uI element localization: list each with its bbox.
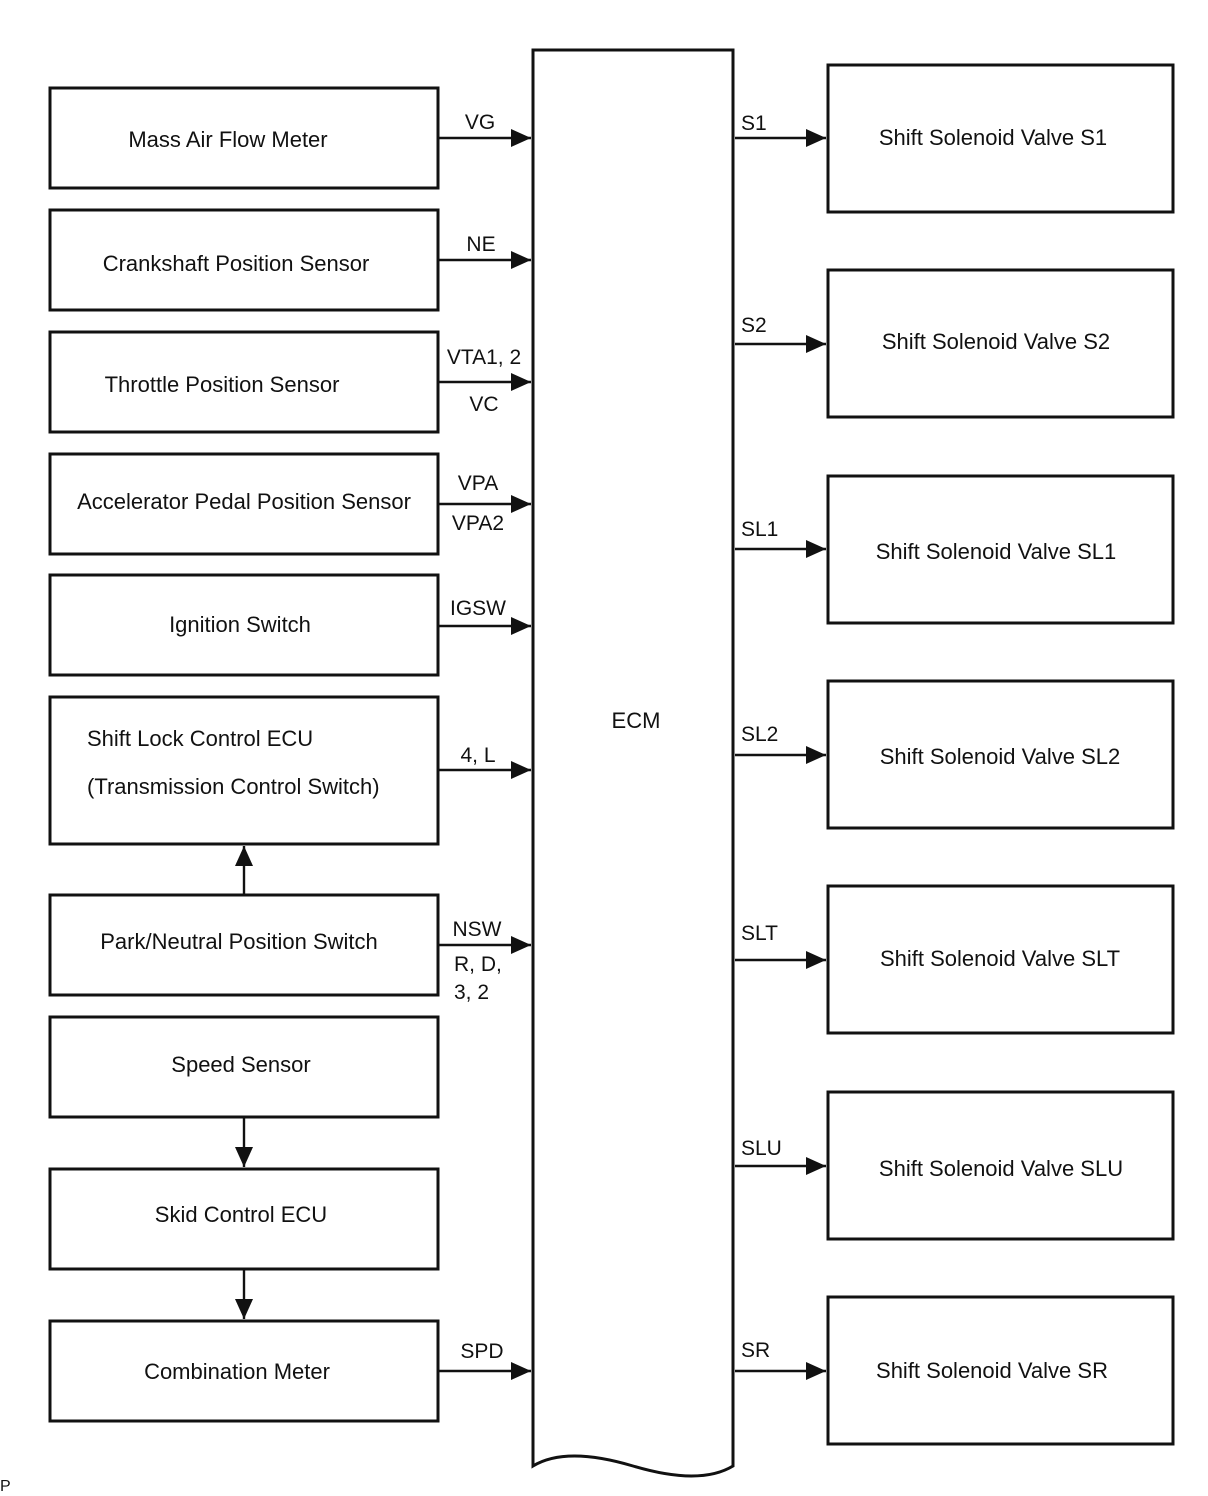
input-label: Crankshaft Position Sensor [103,251,370,276]
signal-label: SL1 [741,518,778,541]
signal-label: 3, 2 [454,981,489,1004]
signal-label: SLU [741,1137,782,1160]
signal-label: SLT [741,922,778,945]
output-label: Shift Solenoid Valve SLT [880,946,1120,971]
output-label: Shift Solenoid Valve SL2 [880,744,1121,769]
output-label: Shift Solenoid Valve S2 [882,329,1110,354]
input-label: Ignition Switch [169,612,311,637]
input-skid-control-ecu: Skid Control ECU [48,1167,440,1271]
input-label: Shift Lock Control ECU [87,726,313,751]
output-shift-solenoid-valve-s2: Shift Solenoid Valve S2 [826,268,1175,419]
input-combination-meter: Combination Meter [48,1319,440,1423]
signal-label: VPA [458,472,498,495]
input-mass-air-flow-meter: Mass Air Flow Meter [48,86,440,190]
output-shift-solenoid-valve-slu: Shift Solenoid Valve SLU [826,1090,1175,1241]
signal-label: NSW [453,918,502,941]
signal-label: SR [741,1339,770,1362]
output-label: Shift Solenoid Valve SL1 [876,539,1117,564]
signal-label: VC [469,393,498,416]
output-shift-solenoid-valve-sl2: Shift Solenoid Valve SL2 [826,679,1175,830]
input-speed-sensor: Speed Sensor [48,1015,440,1119]
signal-label: S2 [741,314,767,337]
input-label-line2: (Transmission Control Switch) [87,774,380,799]
input-crankshaft-position-sensor: Crankshaft Position Sensor [48,208,440,312]
output-label: Shift Solenoid Valve SR [876,1358,1108,1383]
signal-label: R, D, [454,953,502,976]
ecm-block: ECM [531,48,735,1478]
input-ignition-switch: Ignition Switch [48,573,440,677]
ecm-label: ECM [612,708,661,733]
output-label: Shift Solenoid Valve S1 [879,125,1107,150]
signal-label: SPD [460,1340,503,1363]
input-label: Mass Air Flow Meter [128,127,327,152]
input-label: Speed Sensor [171,1052,310,1077]
signal-label: VG [465,111,495,134]
signal-label: VPA2 [452,512,504,535]
input-label: Throttle Position Sensor [105,372,340,397]
input-label: Park/Neutral Position Switch [100,929,378,954]
input-throttle-position-sensor: Throttle Position Sensor [48,330,440,434]
input-accelerator-pedal-position-sensor: Accelerator Pedal Position Sensor [48,452,440,556]
signal-label: VTA1, 2 [447,346,521,369]
output-shift-solenoid-valve-slt: Shift Solenoid Valve SLT [826,884,1175,1035]
input-park-neutral-position-switch: Park/Neutral Position Switch [48,893,440,997]
output-shift-solenoid-valve-sl1: Shift Solenoid Valve SL1 [826,474,1175,625]
signal-label: IGSW [450,597,506,620]
signal-label: NE [466,233,495,256]
output-shift-solenoid-valve-s1: Shift Solenoid Valve S1 [826,63,1175,214]
input-label: Combination Meter [144,1359,330,1384]
signal-label: 4, L [460,744,495,767]
input-label: Accelerator Pedal Position Sensor [77,489,411,514]
output-shift-solenoid-valve-sr: Shift Solenoid Valve SR [826,1295,1175,1446]
corner-mark: P [0,1478,11,1495]
input-shift-lock-control-ecu: Shift Lock Control ECU (Transmission Con… [48,695,440,846]
output-label: Shift Solenoid Valve SLU [879,1156,1123,1181]
signal-label: SL2 [741,723,778,746]
signal-label: S1 [741,112,767,135]
input-label: Skid Control ECU [155,1202,327,1227]
